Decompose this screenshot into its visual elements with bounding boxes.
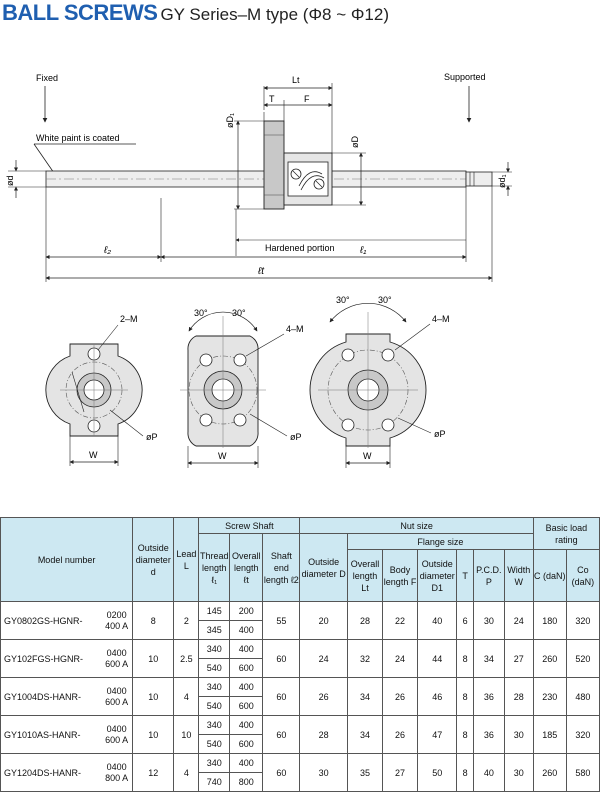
th-shaft-end-length: Shaft end length ℓ2 <box>262 533 301 602</box>
dim-d-nut: øD <box>350 136 360 148</box>
th-lead: Lead L <box>173 517 200 602</box>
flange-3-width: W <box>363 451 372 461</box>
flange-3-angle-right: 30° <box>378 295 392 305</box>
dim-d1-nut: øD₁ <box>225 113 235 128</box>
ball-screw-drawing: Fixed Supported White paint is coated Lt… <box>5 72 512 282</box>
dim-f: F <box>304 94 310 104</box>
th-c: C (daN) <box>532 549 567 602</box>
th-co: Co (daN) <box>565 549 600 602</box>
dim-l1: ℓ₁ <box>359 245 366 256</box>
table-row: 345 400 <box>1 620 600 640</box>
flange-1-phi-p: øP <box>146 432 158 442</box>
th-body-length: Body length F <box>382 549 419 602</box>
flange-3-phi-p: øP <box>434 429 446 439</box>
spec-table: Model number Outside diameter d Lead L S… <box>0 517 600 792</box>
supported-label: Supported <box>444 72 486 82</box>
th-model: Model number <box>0 517 134 602</box>
title-sub: GY Series–M type (Φ8 ~ Φ12) <box>160 5 389 24</box>
shaft-end-journal <box>465 171 493 187</box>
flange-view-4-holes-a: 30° 30° 4–M øP W <box>180 308 304 468</box>
th-t: T <box>456 549 474 602</box>
flange-2-width: W <box>218 451 227 461</box>
th-thread-length: Thread length ℓ₁ <box>198 533 231 602</box>
table-row: 740 800 <box>1 772 600 792</box>
hardened-label: Hardened portion <box>265 243 335 253</box>
nut-flange <box>263 120 285 210</box>
flange-1-width: W <box>89 450 98 460</box>
dim-lt: ℓt <box>257 266 265 277</box>
flange-2-angle-left: 30° <box>194 308 208 318</box>
flange-2-phi-p: øP <box>290 432 302 442</box>
spec-table-wrap: Model number Outside diameter d Lead L S… <box>0 517 600 792</box>
flange-2-angle-right: 30° <box>232 308 246 318</box>
th-pcd: P.C.D. P <box>472 549 505 602</box>
title-main: BALL SCREWS <box>2 0 158 25</box>
th-flange-outside-diameter: Outside diameter D1 <box>417 549 458 602</box>
th-outside-diameter: Outside diameter d <box>132 517 175 602</box>
flange-view-4-holes-b: 30° 30° 4–M øP W <box>309 295 450 468</box>
th-nut-outside-diameter: Outside diameter D <box>299 533 348 602</box>
dim-t: T <box>269 94 275 104</box>
white-paint-label: White paint is coated <box>36 133 120 143</box>
flange-3-angle-left: 30° <box>336 295 350 305</box>
table-row: 540 600 <box>1 658 600 678</box>
th-basic-load: Basic load rating <box>532 517 600 550</box>
dim-d-shaft: ød <box>5 175 15 186</box>
dim-d1-end: ød₁ <box>497 174 507 188</box>
th-nut-overall-length: Overall length Lt <box>346 549 384 602</box>
dim-lt-nut: Lt <box>292 75 300 85</box>
flange-1-holes-label: 2–M <box>120 314 138 324</box>
th-nut-size: Nut size <box>299 517 534 534</box>
fixed-label: Fixed <box>36 73 58 83</box>
table-row: 540 600 <box>1 734 600 754</box>
flange-2-holes-label: 4–M <box>286 324 304 334</box>
th-overall-length: Overall length ℓt <box>229 533 264 602</box>
flange-views: 2–M øP W 30° 30° 4–M øP W <box>45 295 450 468</box>
flange-view-2-holes: 2–M øP W <box>45 314 158 466</box>
th-width: Width W <box>503 549 534 602</box>
th-screw-shaft: Screw Shaft <box>198 517 301 534</box>
th-flange-size: Flange size <box>346 533 534 550</box>
flange-3-holes-label: 4–M <box>432 314 450 324</box>
dim-l2: ℓ₂ <box>103 245 111 256</box>
